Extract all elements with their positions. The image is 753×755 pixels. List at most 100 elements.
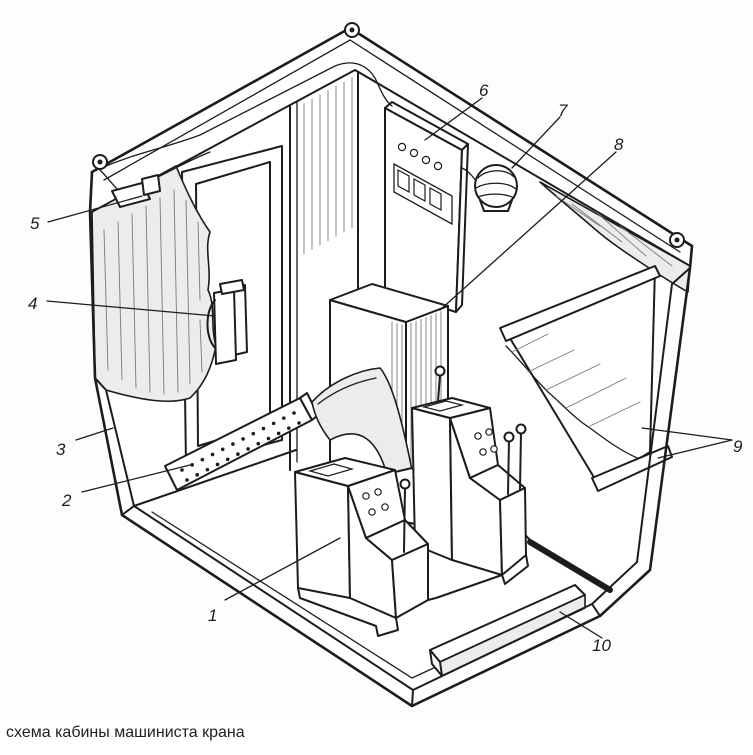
- figure-caption: схема кабины машиниста крана: [6, 724, 245, 741]
- heater-bar-hole: [266, 436, 271, 441]
- heater-bar-hole: [261, 426, 266, 431]
- console-left-lever: [403, 486, 406, 553]
- heater-bar-hole: [287, 426, 291, 430]
- callout-label-7: 7: [558, 101, 568, 120]
- round-device-ring: [475, 182, 517, 190]
- callout-label-10: 10: [592, 636, 611, 655]
- electrical-device-cylinder: [141, 174, 161, 196]
- leader-line-7: [511, 116, 561, 169]
- console-left-button: [362, 492, 370, 500]
- console-left-top: [294, 457, 396, 487]
- callout-label-5: 5: [30, 214, 40, 233]
- panel-gauge-frame: [393, 162, 453, 226]
- heater-bar-hole: [241, 437, 245, 441]
- console-right-rear-lever-knob: [434, 365, 446, 377]
- callout-label-9: 9: [733, 437, 743, 456]
- cabin-frame-corner: [411, 689, 414, 707]
- instrument-panel-side-edge: [455, 143, 469, 313]
- crane-cabin-diagram: 1 2 3 4 5 6 7 8 9 10: [28, 22, 743, 708]
- cabinet-top: [329, 283, 449, 323]
- cabin-front-opening: [94, 267, 691, 691]
- floor-left-edge: [133, 449, 297, 507]
- console-right-rear-lever: [437, 373, 441, 403]
- roof-hook-right-center: [674, 237, 680, 243]
- heater-bar-hole: [215, 462, 220, 467]
- console-right-lever: [507, 439, 510, 495]
- heater-bar-hole: [225, 457, 230, 462]
- left-curtain: [91, 165, 217, 403]
- control-console-right: [411, 365, 527, 576]
- electrical-device-cable: [155, 151, 211, 179]
- right-wall-hatch-line: [545, 363, 601, 391]
- instrument-panel: [384, 101, 469, 313]
- roof-hook-left-center: [97, 159, 103, 165]
- fire-extinguisher: [206, 279, 248, 365]
- seat-backrest-seam: [317, 377, 377, 405]
- console-left-button: [368, 508, 376, 516]
- curtain-hatch-line: [159, 197, 165, 395]
- right-wall: [499, 181, 691, 492]
- heater-bar-hole: [251, 431, 256, 436]
- panel-gauge: [429, 186, 442, 212]
- leader-line-8: [439, 151, 617, 311]
- extinguisher-head: [219, 279, 245, 295]
- callout-labels: 1 2 3 4 5 6 7 8 9 10: [28, 81, 743, 655]
- console-right-button: [490, 445, 498, 453]
- ceiling-edge: [91, 69, 691, 267]
- console-base-platform: [297, 554, 529, 637]
- heater-bar-hole: [246, 447, 250, 451]
- heater-bar-hole: [271, 421, 276, 426]
- console-right-lever-knob: [515, 423, 527, 435]
- panel-gauge: [397, 168, 410, 194]
- console-left-button: [381, 503, 389, 511]
- leader-line-4: [46, 300, 216, 317]
- heater-bar-hole: [195, 473, 199, 477]
- cabin-frame: [88, 22, 694, 708]
- curtain-hatch-line: [197, 221, 201, 301]
- roof-edge-inner: [103, 39, 681, 253]
- panel-button: [433, 161, 443, 171]
- window-shelf-upper: [499, 265, 661, 342]
- back-wall-shading: [303, 77, 353, 254]
- right-curtain-torn-edge: [505, 345, 643, 461]
- callout-label-1: 1: [208, 606, 217, 625]
- heater-bar-hole: [210, 452, 215, 457]
- heater-bar-perforation: [180, 411, 301, 482]
- left-wall-curtain: [91, 165, 217, 403]
- callout-label-2: 2: [61, 491, 72, 510]
- callout-label-3: 3: [56, 440, 66, 459]
- callout-label-4: 4: [28, 294, 37, 313]
- right-wall-hatch-line: [589, 401, 641, 427]
- leader-line-9: [657, 439, 733, 459]
- heater-bar-hole: [200, 457, 205, 462]
- right-wall-hatch-line: [619, 225, 673, 267]
- leader-line-3: [75, 427, 114, 441]
- console-base-left: [297, 587, 399, 637]
- curtain-hatch-line: [145, 205, 151, 393]
- right-wall-hatch-line: [555, 195, 601, 227]
- leader-line-1: [224, 537, 341, 601]
- curtain-hatch-line: [199, 319, 203, 373]
- curtain-hatch-line: [173, 189, 179, 393]
- left-curtain-shading: [103, 189, 203, 395]
- leader-line-5: [47, 195, 143, 223]
- electrical-device-cable: [99, 169, 119, 191]
- heater-bar-hole: [185, 478, 189, 482]
- heater-bar-hole: [256, 441, 261, 446]
- leader-line-10: [559, 611, 603, 639]
- heater-bar-hole: [292, 411, 296, 415]
- callout-label-6: 6: [479, 81, 489, 100]
- heater-bar-hole: [282, 416, 286, 420]
- extinguisher-cylinder: [213, 288, 237, 365]
- console-right-button: [479, 448, 487, 456]
- right-wall-hatch-line: [565, 377, 627, 409]
- floor-right-dark-strip: [527, 539, 613, 593]
- cabin-frame-corner: [121, 505, 135, 516]
- heater-bar-hole: [205, 467, 210, 472]
- heater-bar-hole: [236, 452, 240, 456]
- leader-line-6: [424, 97, 483, 141]
- console-left-button: [374, 488, 382, 496]
- round-device: [461, 164, 518, 212]
- panel-button: [421, 155, 431, 165]
- curtain-hatch-line: [131, 213, 137, 389]
